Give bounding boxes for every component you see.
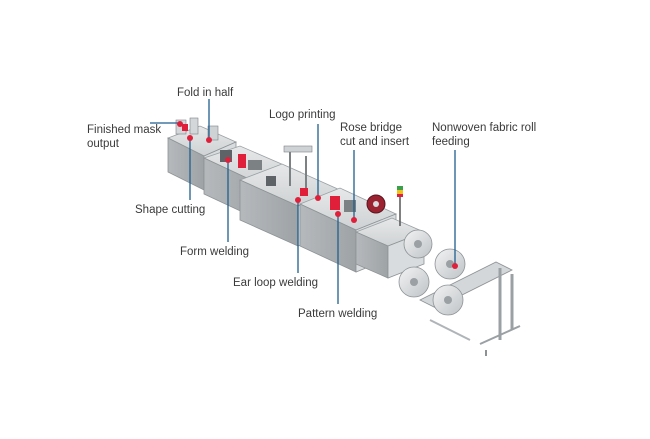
label-form-welding: Form welding xyxy=(180,246,250,258)
marker-shape xyxy=(187,135,193,141)
fabric-roll-4 xyxy=(432,284,464,316)
label-fold-in-half: Fold in half xyxy=(177,87,234,99)
label-shape-cutting: Shape cutting xyxy=(135,204,206,216)
fabric-roll-1 xyxy=(403,229,433,259)
marker-fold xyxy=(206,137,212,143)
leader-lines xyxy=(150,99,456,304)
marker-dots xyxy=(177,121,458,269)
label-rose-bridge: Rose bridge cut and insert xyxy=(340,122,410,148)
marker-form xyxy=(225,157,231,163)
marker-nonwoven xyxy=(452,263,458,269)
fabric-roll-3 xyxy=(398,266,430,298)
fabric-roll-2 xyxy=(434,248,466,280)
label-ear-loop-welding: Ear loop welding xyxy=(233,277,319,289)
fabric-roll-feeder xyxy=(398,229,521,356)
label-pattern-welding: Pattern welding xyxy=(298,308,378,320)
marker-earloop xyxy=(295,197,301,203)
marker-logo xyxy=(315,195,321,201)
marker-pattern xyxy=(335,211,341,217)
label-logo-printing: Logo printing xyxy=(269,109,336,121)
label-nonwoven-feeding: Nonwoven fabric roll feeding xyxy=(432,122,537,148)
marker-finished-output xyxy=(177,121,183,127)
marker-rose xyxy=(351,217,357,223)
label-finished-mask-output: Finished mask output xyxy=(87,124,162,150)
